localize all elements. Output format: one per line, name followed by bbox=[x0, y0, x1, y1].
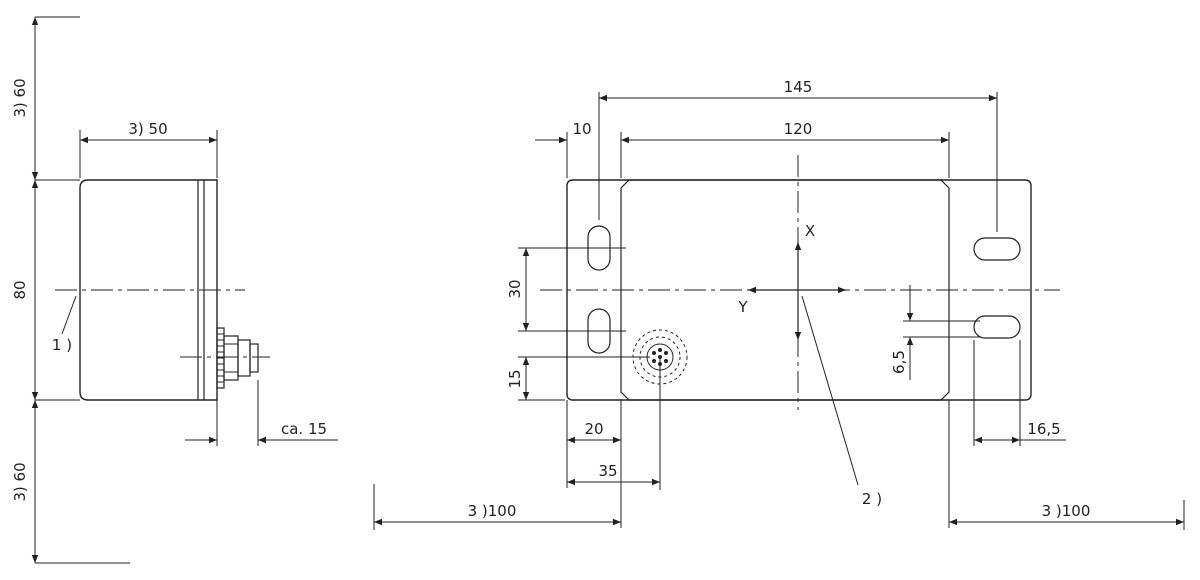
dim-face-width-label: 120 bbox=[784, 120, 813, 138]
dim-width-label: 3) 50 bbox=[128, 120, 167, 138]
callout-2-label: 2 ) bbox=[862, 490, 882, 508]
dim-slot-length-label: 16,5 bbox=[1027, 420, 1060, 438]
dim-bottom-clearance-label: 3) 60 bbox=[11, 462, 29, 501]
dim-offset-label: 10 bbox=[572, 120, 591, 138]
callout-1-leader bbox=[61, 295, 77, 335]
dim-height-label: 80 bbox=[11, 280, 29, 299]
mounting-slot bbox=[973, 237, 1021, 261]
front-view: X Y 145 10 120 3 bbox=[373, 78, 1185, 530]
dim-connector-height-label: 15 bbox=[506, 369, 524, 388]
axis-x-label: X bbox=[805, 222, 815, 240]
callout-2-leader bbox=[801, 295, 859, 486]
dim-slot-width-label: 6,5 bbox=[890, 350, 908, 374]
dim-right-clearance-label: 3 )100 bbox=[1042, 502, 1091, 520]
dim-35-label: 35 bbox=[598, 462, 617, 480]
axis-y-label: Y bbox=[737, 298, 748, 316]
dim-slot-spacing-label: 30 bbox=[506, 279, 524, 298]
housing-side-outline bbox=[79, 179, 218, 401]
dim-connector-label: ca. 15 bbox=[281, 420, 327, 438]
mounting-slot bbox=[973, 315, 1021, 339]
connector-side bbox=[216, 327, 259, 389]
dim-left-clearance-label: 3 )100 bbox=[468, 502, 517, 520]
sensor-face-outline bbox=[620, 179, 950, 401]
callout-1-label: 1 ) bbox=[52, 336, 72, 354]
dim-top-clearance-label: 3) 60 bbox=[11, 78, 29, 117]
side-view: 3) 60 80 3) 60 3) 50 bbox=[11, 16, 338, 564]
dim-hole-spacing-label: 145 bbox=[784, 78, 813, 96]
base-plate-outline bbox=[566, 179, 1032, 401]
dim-20-label: 20 bbox=[584, 420, 603, 438]
